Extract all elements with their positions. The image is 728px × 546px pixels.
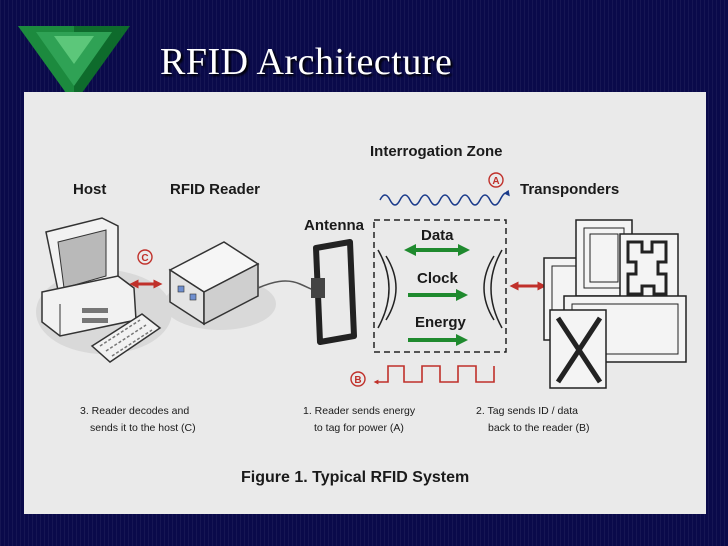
badge-b: B bbox=[350, 371, 366, 387]
svg-text:B: B bbox=[354, 375, 361, 386]
step-2-line-1: 2. Tag sends ID / data bbox=[476, 405, 578, 417]
figure-caption: Figure 1. Typical RFID System bbox=[241, 469, 469, 486]
transponders-label: Transponders bbox=[520, 181, 619, 198]
host-label: Host bbox=[73, 181, 106, 198]
rfid-reader-icon bbox=[164, 241, 276, 330]
energy-signal-label: Energy bbox=[415, 314, 467, 331]
step-3-line-1: 3. Reader decodes and bbox=[80, 405, 189, 417]
interrogation-zone bbox=[373, 219, 507, 353]
step-1-line-1: 1. Reader sends energy bbox=[303, 405, 416, 417]
zone-label: Interrogation Zone bbox=[370, 143, 503, 160]
rfid-diagram: Host RFID Reader Antenna Interrogation Z… bbox=[36, 143, 687, 486]
energy-wave bbox=[379, 189, 510, 206]
step-1-line-2: to tag for power (A) bbox=[314, 422, 404, 434]
data-signal-label: Data bbox=[421, 227, 454, 244]
host-computer-icon bbox=[36, 217, 172, 363]
diagram-panel: Host RFID Reader Antenna Interrogation Z… bbox=[24, 92, 706, 514]
antenna-label: Antenna bbox=[304, 217, 365, 234]
antenna-field-lines bbox=[377, 249, 503, 329]
step-2-line-2: back to the reader (B) bbox=[488, 422, 590, 434]
svg-text:C: C bbox=[141, 253, 148, 264]
svg-text:A: A bbox=[492, 176, 499, 187]
logo-triangle-icon bbox=[18, 26, 130, 104]
clock-signal-label: Clock bbox=[417, 270, 459, 287]
antenna-icon bbox=[311, 239, 357, 345]
reader-label: RFID Reader bbox=[170, 181, 260, 198]
step-3-line-2: sends it to the host (C) bbox=[90, 422, 196, 434]
transponder-tags-icon bbox=[543, 219, 687, 389]
antenna-cable bbox=[257, 280, 321, 291]
badge-a: A bbox=[488, 172, 504, 188]
slide-title: RFID Architecture bbox=[160, 41, 453, 83]
badge-c: C bbox=[137, 249, 153, 265]
data-square-wave bbox=[373, 365, 495, 385]
